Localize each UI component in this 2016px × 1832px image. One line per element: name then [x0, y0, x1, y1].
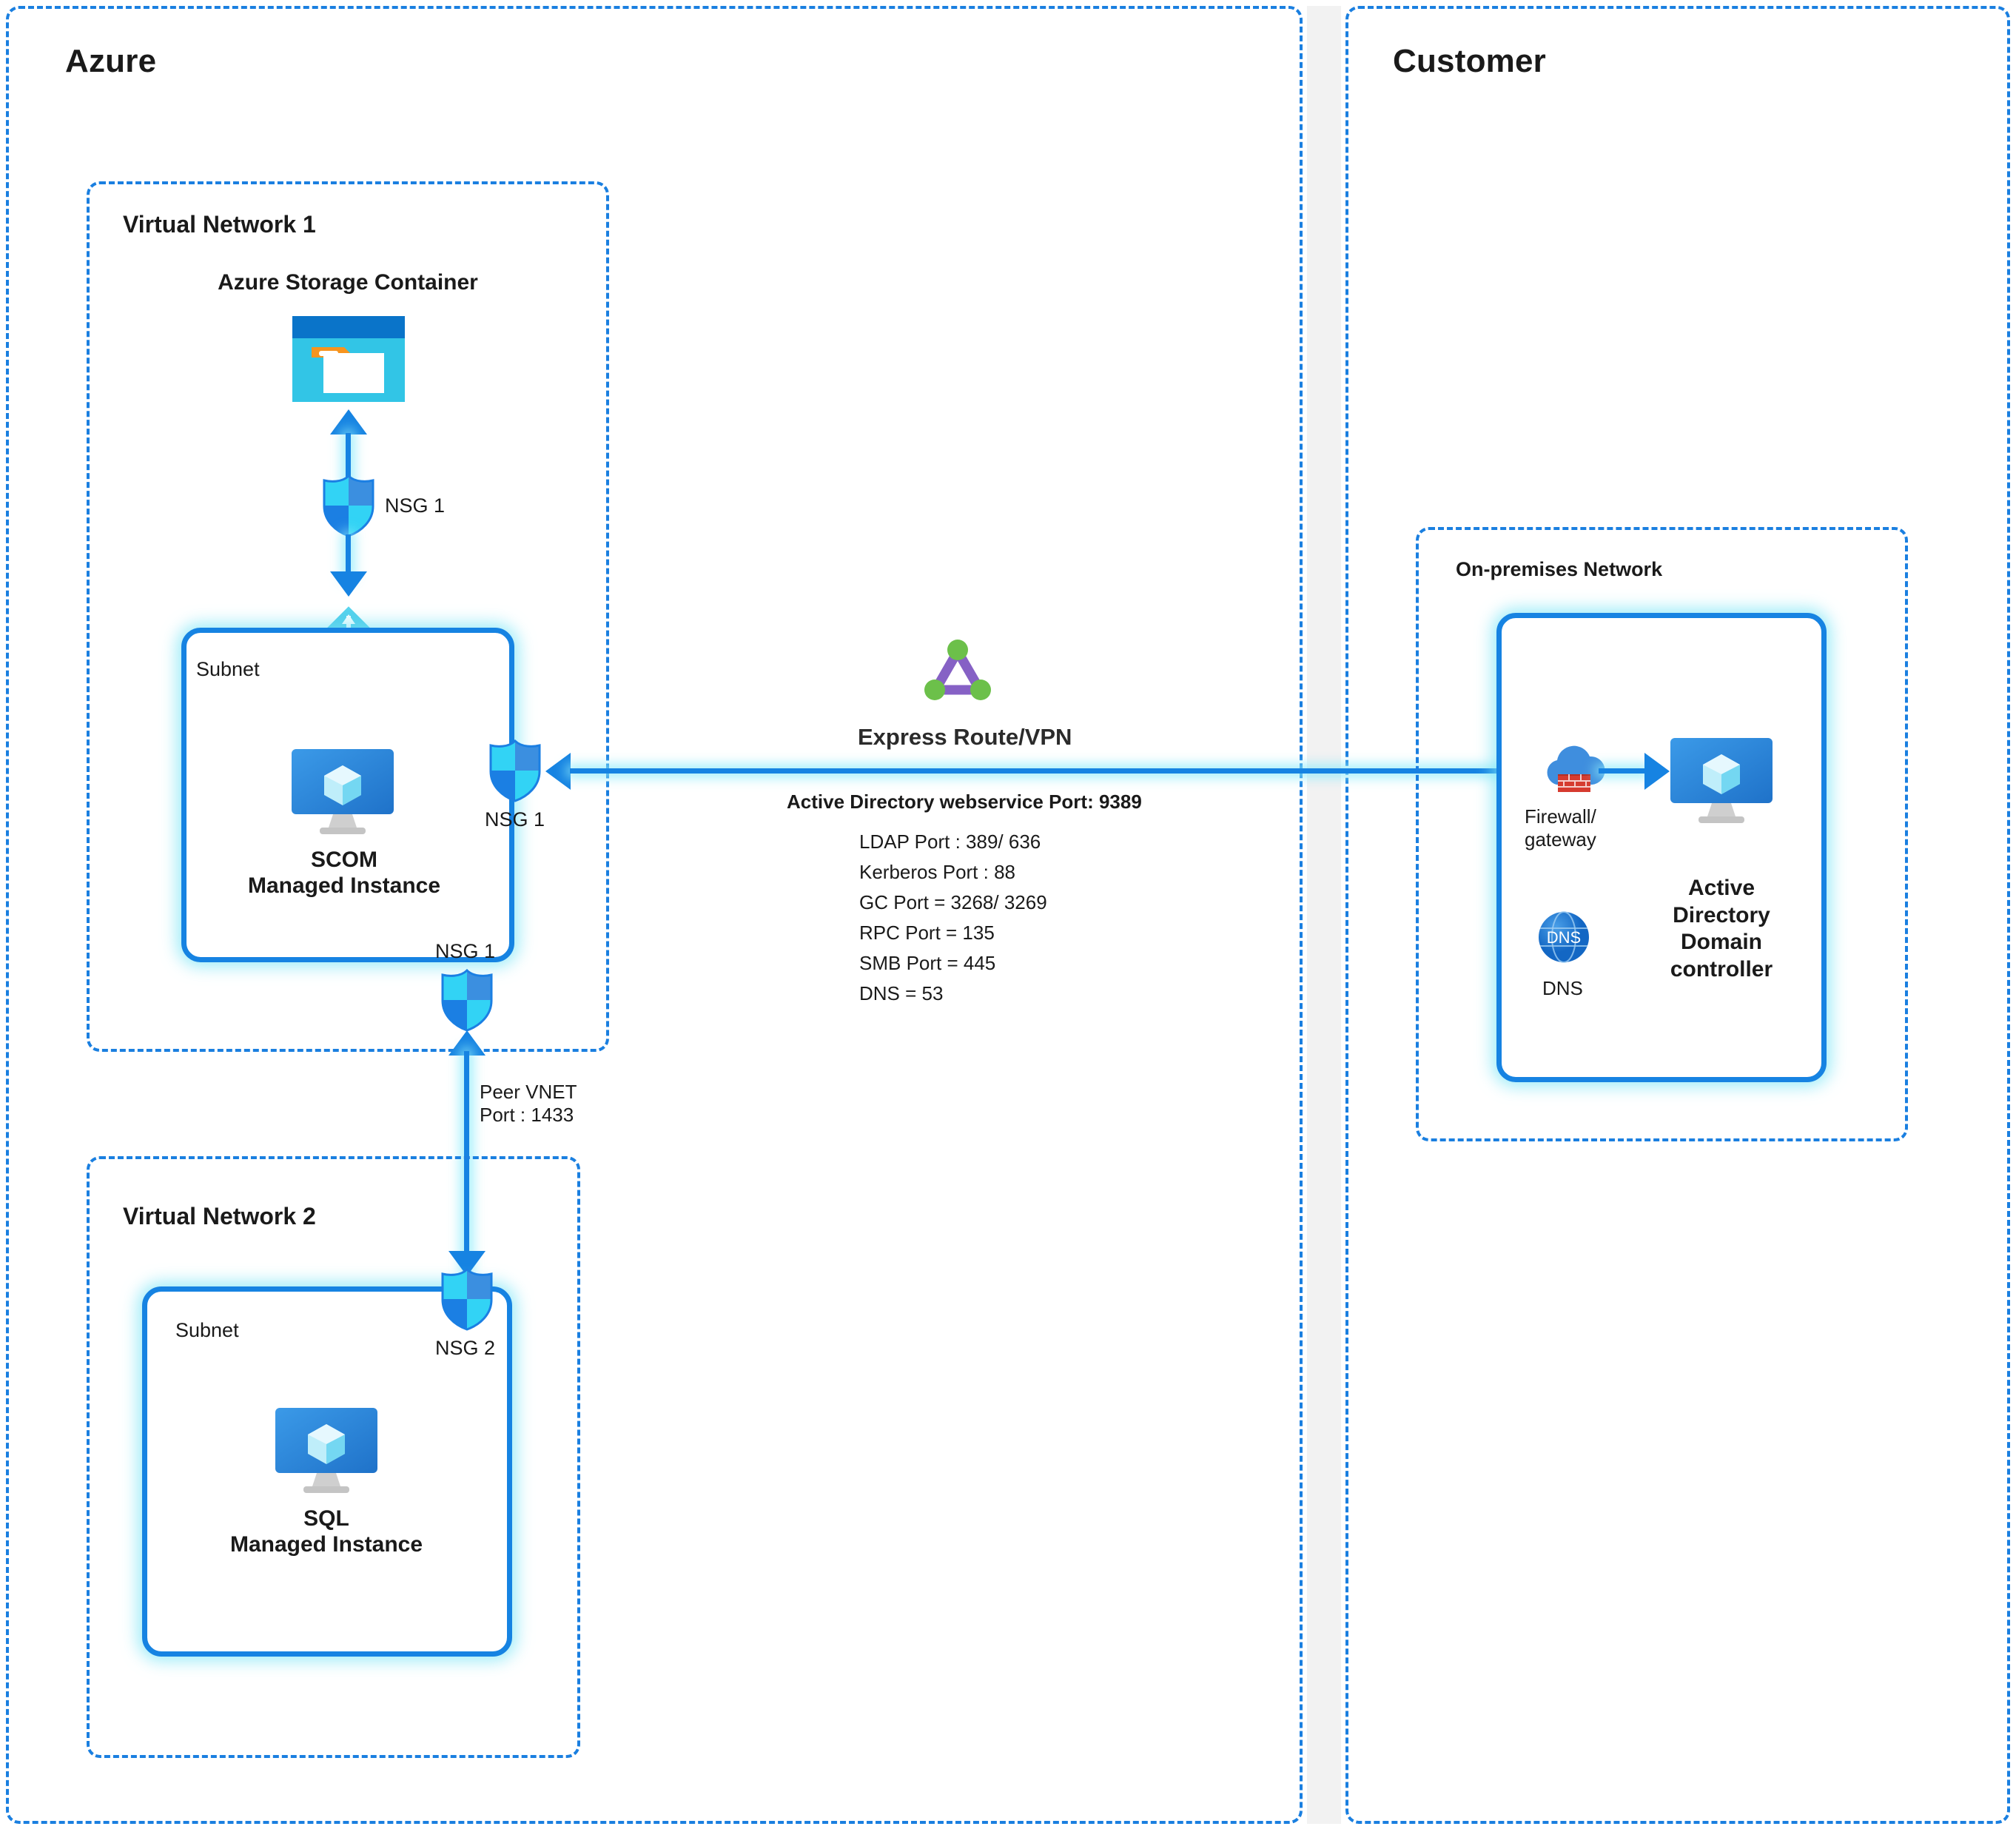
onprem-network-title: On-premises Network: [1456, 558, 1663, 580]
vnet1-box: [87, 181, 609, 1052]
dns-globe-icon: DNS: [1536, 909, 1592, 965]
connector-arrow-storage-up: [330, 409, 367, 434]
managed-instance-monitor-icon-sql: [274, 1406, 379, 1497]
shield-icon-nsg1-corner: [438, 968, 496, 1032]
vnet1-title: Virtual Network 1: [123, 211, 316, 238]
nsg1-edge-label: NSG 1: [485, 808, 545, 831]
ports-list: LDAP Port : 389/ 636 Kerberos Port : 88 …: [859, 831, 1047, 1005]
connector-firewall-to-ad: [1599, 768, 1647, 774]
nsg1-storage-label: NSG 1: [385, 494, 446, 517]
vnet1-subnet-box: [181, 628, 514, 962]
vnet1-subnet-label: Subnet: [196, 658, 260, 680]
firewall-cloud-brick-icon: [1539, 740, 1610, 798]
managed-instance-monitor-icon-scom: [290, 748, 395, 838]
customer-zone-box: [1345, 6, 2010, 1824]
connector-expressroute-line: [570, 768, 1658, 774]
express-route-triangle-icon: [919, 637, 996, 705]
vnet2-box: [87, 1156, 580, 1758]
nsg1-corner-label: NSG 1: [435, 940, 496, 962]
azure-storage-container-title: Azure Storage Container: [218, 270, 478, 295]
connector-arrow-nat-down: [330, 571, 367, 597]
active-directory-domain-controller-title: Active Directory Domain controller: [1670, 876, 1773, 982]
svg-text:DNS: DNS: [1547, 928, 1581, 947]
scom-managed-instance-title: SCOM Managed Instance: [247, 848, 441, 898]
connector-storage-nsg: [346, 433, 351, 485]
shield-icon-nsg1-edge: [486, 739, 544, 802]
managed-instance-monitor-icon-ad: [1669, 737, 1774, 827]
customer-zone-title: Customer: [1393, 43, 1546, 79]
onprem-inner-box: [1496, 613, 1827, 1082]
express-route-title: Express Route/VPN: [858, 724, 1072, 750]
zone-gap-band: [1307, 6, 1341, 1824]
azure-storage-container-icon: [291, 315, 406, 403]
nsg2-label: NSG 2: [435, 1337, 496, 1359]
shield-icon-nsg1-storage: [320, 474, 377, 537]
dns-label: DNS: [1542, 977, 1583, 999]
azure-zone-title: Azure: [65, 43, 157, 79]
connector-arrow-ad-right: [1644, 753, 1670, 790]
ad-webservice-port-heading: Active Directory webservice Port: 9389: [787, 791, 1142, 813]
vnet2-title: Virtual Network 2: [123, 1203, 316, 1229]
firewall-gateway-label: Firewall/ gateway: [1525, 805, 1596, 851]
connector-peer-vnet: [464, 1051, 469, 1273]
shield-icon-nsg2: [438, 1267, 496, 1331]
vnet2-subnet-label: Subnet: [175, 1319, 239, 1341]
onprem-network-box: [1416, 527, 1908, 1141]
peer-vnet-label: Peer VNET Port : 1433: [480, 1081, 577, 1127]
azure-zone-box: [6, 6, 1303, 1824]
connector-arrow-expressroute-left: [545, 753, 571, 790]
connector-nsg-nat: [346, 534, 351, 577]
sql-managed-instance-title: SQL Managed Instance: [229, 1506, 423, 1557]
